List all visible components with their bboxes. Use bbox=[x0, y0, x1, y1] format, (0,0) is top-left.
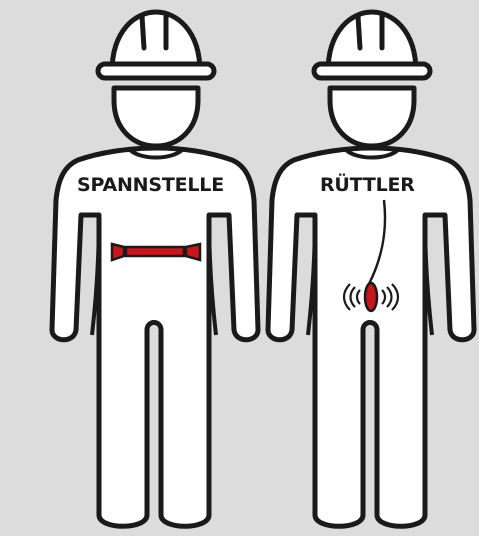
label-ruettler: RÜTTLER bbox=[320, 174, 415, 196]
worker-figure-left bbox=[52, 12, 258, 526]
label-spannstelle: SPANNSTELLE bbox=[77, 174, 224, 196]
worker-figure-right bbox=[268, 12, 474, 526]
